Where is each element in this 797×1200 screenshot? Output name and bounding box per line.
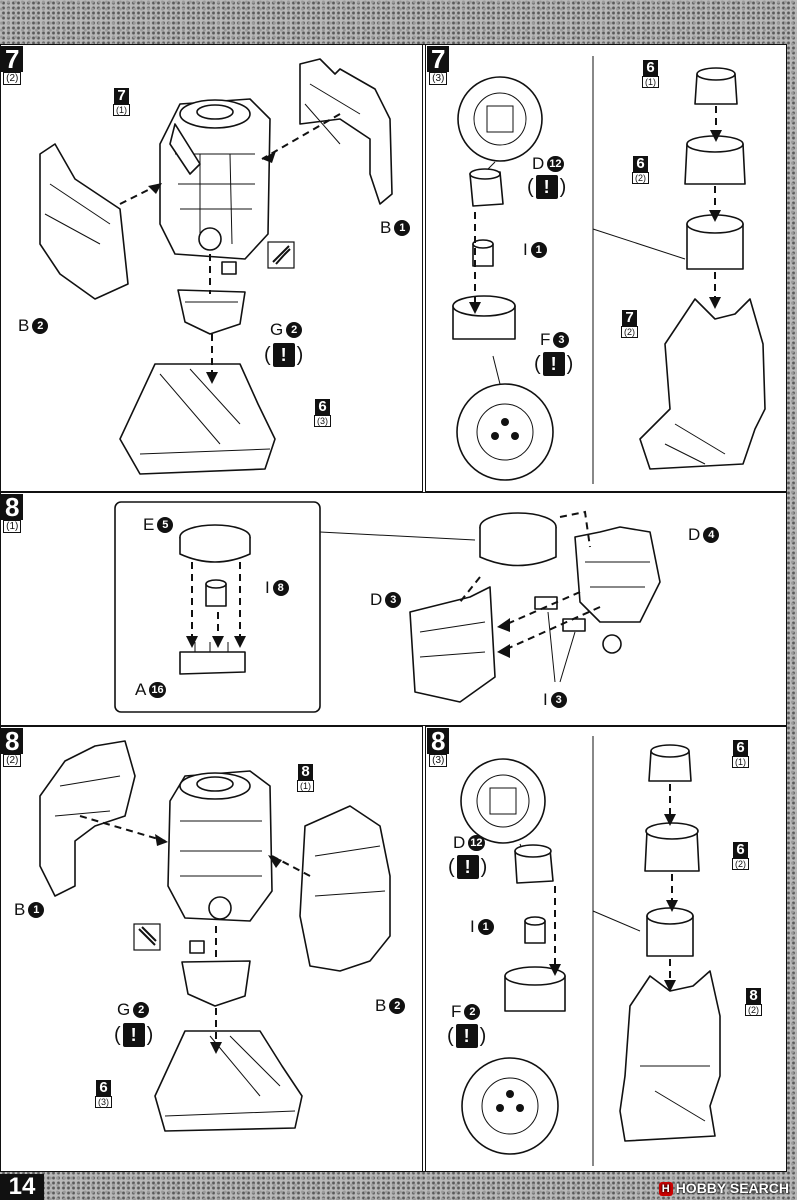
hobby-search-logo-icon: H: [658, 1182, 673, 1196]
panel-step-8-1: [0, 492, 787, 726]
step-badge-8-1: 8 (1): [1, 494, 24, 533]
ref-6-2: 6 (2): [732, 842, 749, 870]
assembly-7-3-drawing: [452, 56, 766, 484]
assembly-8-3-drawing: [460, 736, 721, 1166]
caution-icon: (!): [264, 343, 304, 367]
step-badge-8-2: 8 (2): [1, 728, 24, 767]
ref-6-3: 6 (3): [314, 399, 331, 427]
step-sub: (2): [3, 72, 22, 85]
step-number: 7: [1, 46, 24, 72]
nipper-icon: [267, 241, 295, 269]
caution-icon: (!): [114, 1023, 154, 1047]
step-badge-7-2: 7 (2): [1, 46, 24, 85]
caution-icon: (!): [527, 175, 567, 199]
ref-6-3: 6 (3): [95, 1080, 112, 1108]
ref-7-2: 7 (2): [621, 310, 638, 338]
assembly-8-1-drawing: [114, 501, 661, 713]
ref-6-1: 6 (1): [732, 740, 749, 768]
caution-icon: (!): [447, 1024, 487, 1048]
nipper-icon: [133, 923, 161, 951]
step-badge-8-3: 8 (3): [427, 728, 450, 767]
assembly-7-2-drawing: [39, 58, 393, 475]
caution-icon: (!): [534, 352, 574, 376]
step-badge-7-3: 7 (3): [427, 46, 450, 85]
ref-6-1: 6 (1): [642, 60, 659, 88]
assembly-8-2-drawing: [39, 740, 391, 1132]
caution-icon: (!): [448, 855, 488, 879]
page-number: 14: [0, 1174, 44, 1200]
ref-8-1: 8 (1): [297, 764, 314, 792]
ref-7-1: 7 (1): [113, 88, 130, 116]
ref-8-2: 8 (2): [745, 988, 762, 1016]
ref-6-2: 6 (2): [632, 156, 649, 184]
